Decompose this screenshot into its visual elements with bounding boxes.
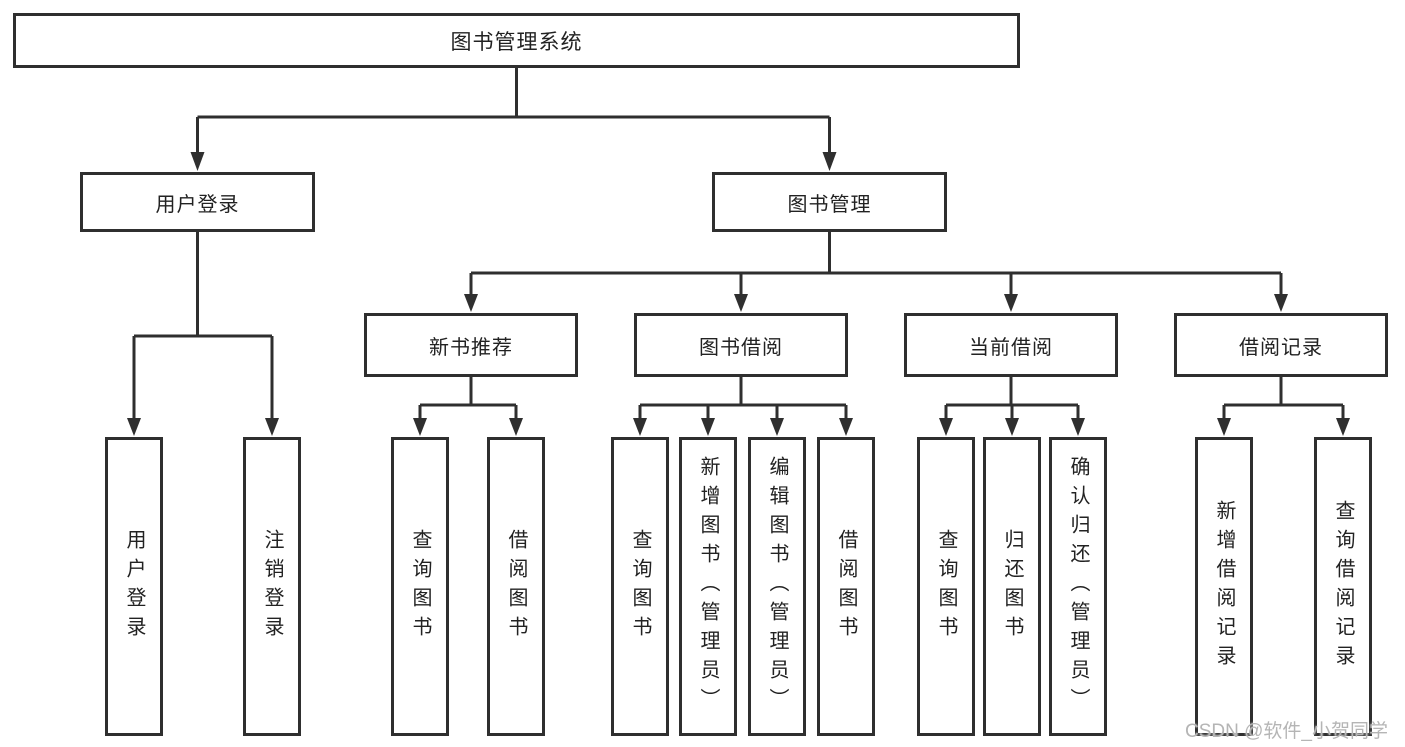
leaf-add-books-admin: 新增图书（管理员）: [679, 437, 737, 736]
leaf-query-borrow-record: 查询借阅记录: [1314, 437, 1372, 736]
leaf-return-books: 归还图书: [983, 437, 1041, 736]
leaf-label: 注销登录: [261, 528, 283, 645]
node-new-book-recommend: 新书推荐: [364, 313, 578, 377]
node-current-borrowing: 当前借阅: [904, 313, 1118, 377]
leaf-borrow-books: 借阅图书: [817, 437, 875, 736]
node-user-login: 用户登录: [80, 172, 315, 232]
node-label: 借阅记录: [1239, 336, 1323, 359]
leaf-query-books-borrowing: 查询图书: [611, 437, 669, 736]
leaf-label: 查询借阅记录: [1332, 499, 1354, 674]
leaf-label: 查询图书: [409, 528, 431, 645]
node-label: 图书管理: [787, 193, 872, 216]
leaf-label: 借阅图书: [505, 528, 527, 645]
leaf-logout: 注销登录: [243, 437, 301, 736]
leaf-label: 新增图书（管理员）: [697, 456, 719, 717]
node-label: 图书借阅: [699, 336, 783, 359]
node-label: 新书推荐: [429, 336, 513, 359]
node-book-management: 图书管理: [712, 172, 947, 232]
node-library-management-system: 图书管理系统: [13, 13, 1020, 68]
leaf-label: 查询图书: [629, 528, 651, 645]
csdn-watermark: CSDN @软件_小贺同学: [1185, 721, 1388, 742]
leaf-label: 借阅图书: [835, 528, 857, 645]
leaf-add-borrow-record: 新增借阅记录: [1195, 437, 1253, 736]
leaf-edit-books-admin: 编辑图书（管理员）: [748, 437, 806, 736]
leaf-query-books-recommend: 查询图书: [391, 437, 449, 736]
node-label: 用户登录: [155, 193, 240, 216]
leaf-label: 编辑图书（管理员）: [766, 456, 788, 717]
leaf-user-login: 用户登录: [105, 437, 163, 736]
leaf-confirm-return-admin: 确认归还（管理员）: [1049, 437, 1107, 736]
node-label: 当前借阅: [969, 336, 1053, 359]
leaf-query-books-current: 查询图书: [917, 437, 975, 736]
leaf-label: 新增借阅记录: [1213, 499, 1235, 674]
leaf-label: 查询图书: [935, 528, 957, 645]
node-book-borrowing: 图书借阅: [634, 313, 848, 377]
node-label: 图书管理系统: [450, 30, 583, 54]
leaf-label: 归还图书: [1001, 528, 1023, 645]
leaf-borrow-books-recommend: 借阅图书: [487, 437, 545, 736]
node-borrow-records: 借阅记录: [1174, 313, 1388, 377]
leaf-label: 用户登录: [123, 528, 145, 645]
leaf-label: 确认归还（管理员）: [1067, 456, 1089, 717]
